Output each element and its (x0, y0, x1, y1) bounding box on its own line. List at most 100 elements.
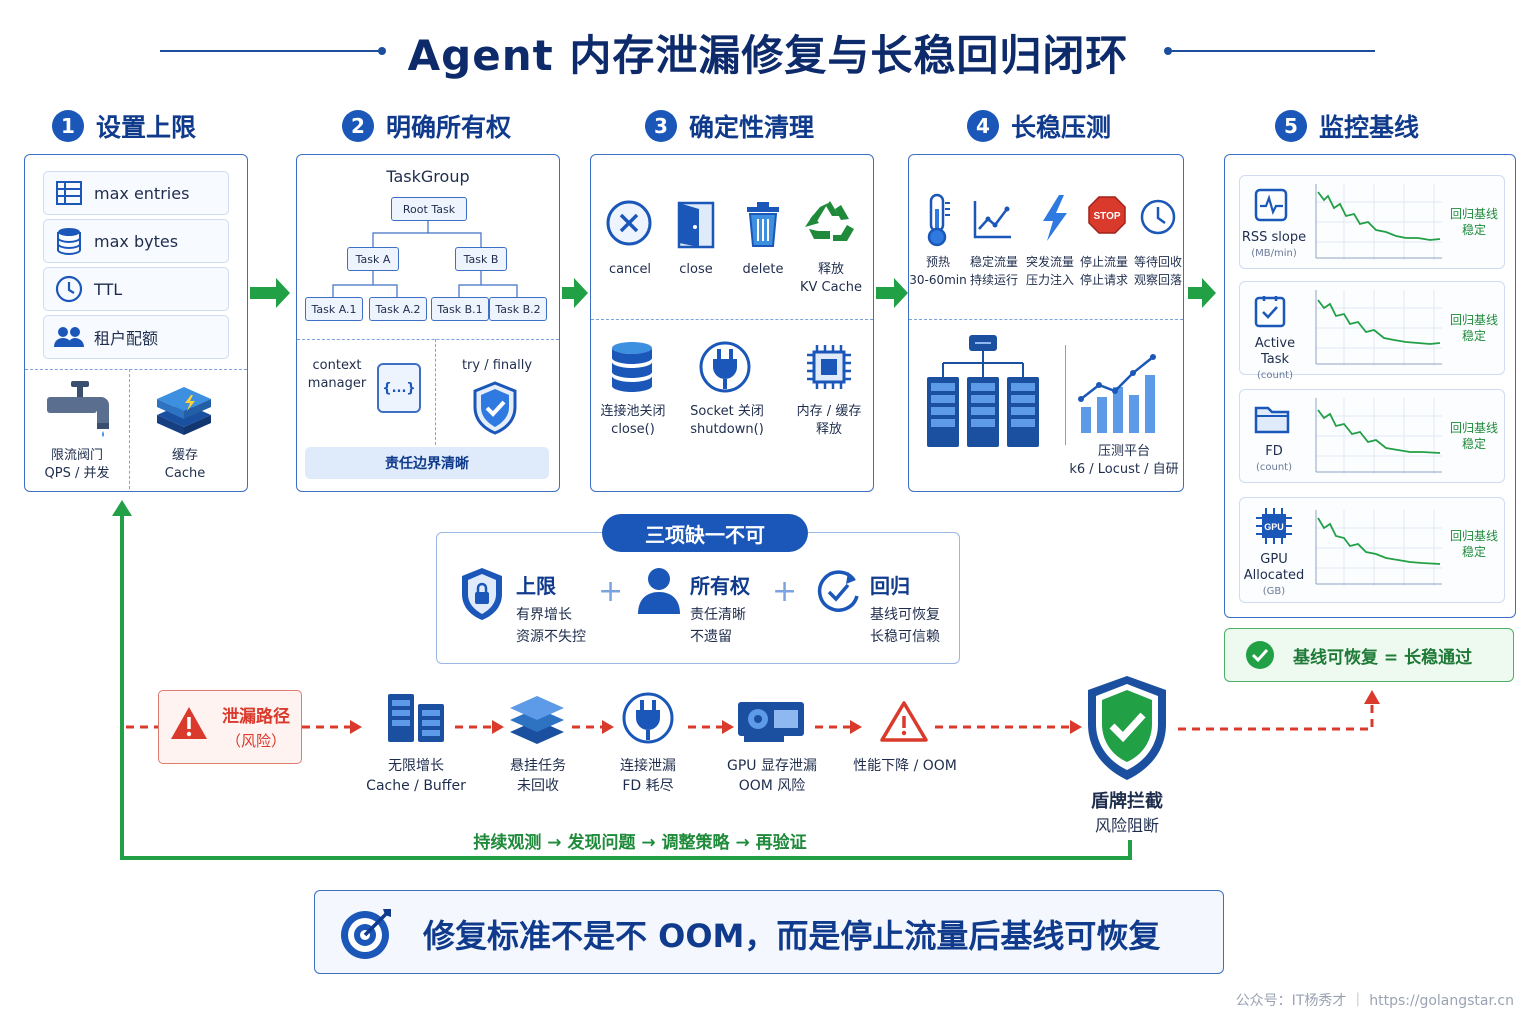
folder-icon (1254, 406, 1290, 434)
triad-item-3-desc: 基线可恢复 长稳可信赖 (870, 604, 940, 648)
stress-label-line-2: 观察回落 (1133, 273, 1182, 287)
step-2-header: 2 明确所有权 (342, 106, 511, 146)
title-right-line (1170, 50, 1375, 52)
page-title: Agent 内存泄漏修复与长稳回归闭环 (407, 31, 1129, 80)
task-check-icon (1254, 296, 1286, 328)
monitor-status-tag: 回归基线 稳定 (1444, 528, 1504, 560)
risk-arrowheads (350, 690, 1380, 734)
step-1-number: 1 (52, 110, 84, 142)
arrow-right-icon (850, 720, 862, 734)
stress-burst-label: 突发流量 压力注入 (1021, 253, 1079, 289)
triad-item-2-title: 所有权 (690, 574, 750, 598)
context-manager-line-1: context (312, 358, 362, 373)
monitor-row-active-task: Active Task (count) 回归基线 稳定 (1239, 281, 1505, 381)
cleanup-label-line-1: close (679, 262, 713, 277)
monitor-status-tag: 回归基线 稳定 (1444, 206, 1504, 238)
footer-credit: 公众号：IT杨秀才 ｜ https://golangstar.cn (1235, 993, 1514, 1009)
risk-path-box: 泄漏路径 （风险） (158, 690, 302, 764)
shield-block-label: 盾牌拦截 风险阻断 (1060, 790, 1194, 838)
bar-growth-icon (1078, 354, 1156, 433)
step-4-header: 4 长稳压测 (967, 106, 1111, 146)
cleanup-close-label: close (661, 261, 731, 279)
monitor-panel: RSS slope (MB/min) 回归基线 稳定 Active Task (… (1224, 154, 1516, 618)
shield-check-icon (473, 381, 517, 435)
limit-item-tenant-quota: 租户配额 (43, 315, 229, 359)
green-arrow-icons (250, 278, 1216, 308)
users-icon (54, 327, 84, 347)
task-b-node: Task B (455, 247, 507, 271)
stress-label-line-2: 压力注入 (1025, 273, 1074, 287)
risk-stage-line-1: 连接泄漏 (620, 758, 676, 774)
stress-warmup-label: 预热 30-60min (909, 253, 967, 289)
monitor-row-fd: FD (count) 回归基线 稳定 (1239, 389, 1505, 483)
risk-stage-5-label: 性能下降 / OOM (846, 756, 964, 776)
root-task-node: Root Task (391, 197, 467, 221)
monitor-metric-line-1: Active Task (1254, 336, 1296, 367)
cancel-icon (606, 200, 652, 246)
context-manager-label: context manager (303, 357, 371, 393)
pulse-icon (1254, 188, 1288, 222)
risk-stage-line-2: Cache / Buffer (366, 778, 466, 794)
shield-block-line-1: 盾牌拦截 (1091, 791, 1163, 812)
risk-path-line-2: （风险） (225, 732, 286, 750)
divider (1065, 345, 1066, 445)
triad-panel (436, 532, 960, 664)
step-4-number: 4 (967, 110, 999, 142)
stress-label-line-2: 停止请求 (1079, 273, 1128, 287)
line-chart-icon (973, 201, 1011, 239)
feedback-loop-line (120, 512, 1132, 860)
warning-icon (880, 701, 928, 742)
triad-item-2-desc: 责任清晰 不遗留 (690, 604, 746, 648)
socket-plug-icon (699, 341, 751, 393)
arrow-right-icon (876, 278, 908, 308)
feedback-loop-text: 持续观测 → 发现问题 → 调整策略 → 再验证 (473, 833, 807, 853)
context-manager-line-2: manager (307, 376, 367, 391)
cache-label: 缓存 Cache (137, 447, 233, 483)
monitor-status-tag: 回归基线 稳定 (1444, 420, 1504, 452)
risk-stage-2-label: 悬挂任务 未回收 (486, 756, 590, 796)
server-stack-icon (388, 694, 444, 742)
ownership-footer: 责任边界清晰 (305, 447, 549, 479)
database-icon (612, 342, 652, 392)
stress-label-line-2: 30-60min (909, 273, 967, 287)
triad-desc-line-2: 长稳可信赖 (870, 629, 940, 645)
user-icon (638, 568, 680, 614)
risk-stage-line-2: 未回收 (517, 778, 559, 794)
task-b1-node: Task B.1 (431, 297, 489, 321)
stop-sign-text: STOP (1093, 211, 1120, 222)
step-3-header: 3 确定性清理 (645, 106, 814, 146)
divider (909, 319, 1183, 320)
step-2-title: 明确所有权 (386, 113, 512, 142)
cleanup-panel: cancel close delete 释放 KV Cache 连接池关闭 cl… (590, 154, 874, 492)
memory-chip-icon (807, 345, 851, 389)
conclusion-text: 修复标准不是不 OOM，而是停止流量后基线可恢复 (423, 917, 1161, 955)
monitor-metric-name: RSS slope (MB/min) (1240, 230, 1308, 262)
shield-block-line-2: 风险阻断 (1094, 816, 1159, 835)
limit-item-max-entries: max entries (43, 171, 229, 215)
trend-down-chart-icon (1315, 290, 1442, 366)
trend-down-chart-icon (1315, 510, 1442, 586)
risk-stage-line-1: 无限增长 (388, 758, 444, 774)
arrow-up-icon (1364, 690, 1380, 704)
target-icon (341, 909, 391, 959)
monitor-metric-unit: (count) (1255, 462, 1292, 473)
database-icon (57, 228, 81, 255)
arrow-right-icon (1070, 720, 1082, 734)
limits-panel: max entries max bytes TTL 租户配额 限流阀门 QPS … (24, 154, 248, 492)
monitor-metric-line-1: FD (1265, 444, 1283, 459)
warning-icon (171, 707, 207, 739)
recycle-icon (805, 201, 854, 241)
arrow-right-icon (1188, 278, 1216, 308)
limit-item-label: max bytes (94, 231, 179, 251)
triad-desc-line-2: 不遗留 (690, 629, 732, 645)
stress-label-line-1: 停止流量 (1079, 255, 1128, 269)
layers-icon (510, 696, 564, 744)
divider (591, 319, 873, 320)
server-rack-icon (927, 335, 1039, 447)
triad-desc-line-1: 有界增长 (516, 607, 572, 623)
valve-label: 限流阀门 QPS / 并发 (29, 447, 125, 483)
cleanup-label-line-1: 释放 (817, 262, 844, 277)
monitor-metric-line-2: Allocated (1243, 568, 1305, 583)
stress-label-line-1: 预热 (925, 255, 950, 269)
